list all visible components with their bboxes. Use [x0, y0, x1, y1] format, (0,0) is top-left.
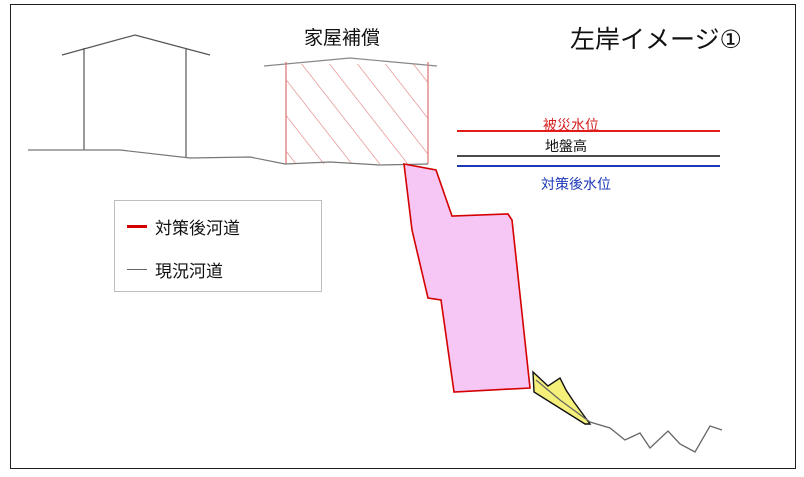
after-water-level-label: 対策後水位 [541, 177, 611, 193]
diagram-title: 左岸イメージ① [570, 25, 742, 54]
legend-red-line-swatch [127, 225, 147, 228]
legend-label-after-channel: 対策後河道 [155, 219, 240, 239]
ground-surface-line [28, 149, 429, 166]
disaster-water-level-label: 被災水位 [543, 118, 599, 134]
after-countermeasure-channel-area [403, 163, 531, 393]
ground-height-label: 地盤高 [545, 139, 587, 155]
compensated-house [263, 57, 438, 164]
house-compensation-label: 家屋補償 [304, 27, 381, 49]
legend-gray-line-swatch [127, 269, 147, 270]
legend-item-after-channel: 対策後河道 [127, 214, 240, 239]
current-river-channel-line [535, 379, 723, 453]
legend: 対策後河道 現況河道 [114, 200, 322, 292]
left-house [61, 34, 211, 158]
legend-label-current-channel: 現況河道 [155, 262, 223, 282]
legend-item-current-channel: 現況河道 [127, 257, 223, 282]
